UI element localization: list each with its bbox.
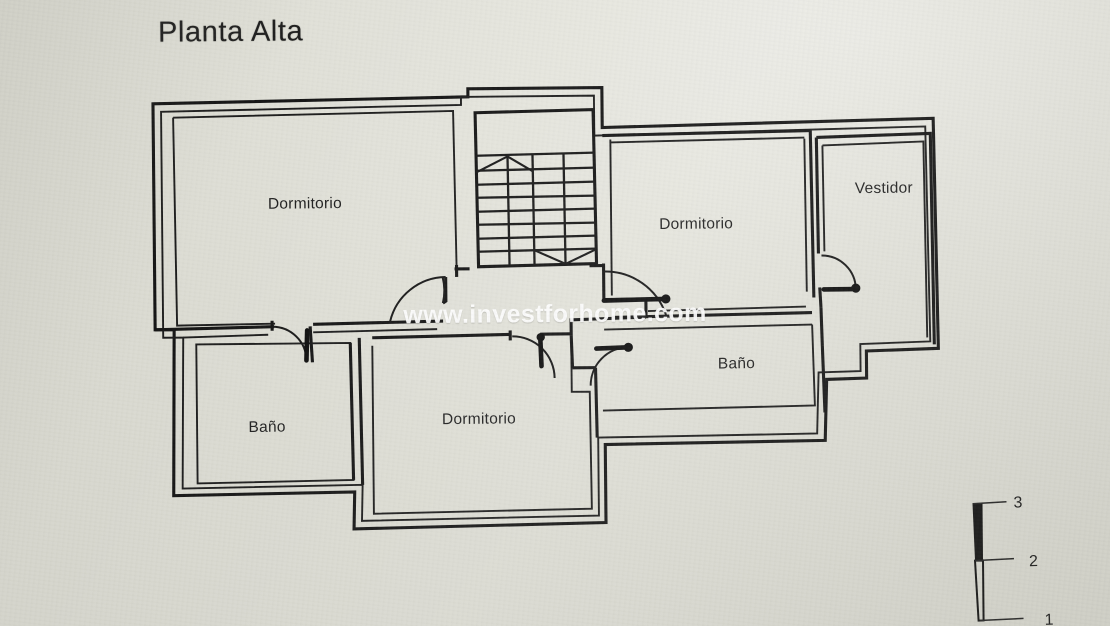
room-bano-right: [602, 299, 827, 413]
room-label-dormitorio-upper-right: Dormitorio: [659, 215, 733, 233]
central-hall: [313, 263, 647, 336]
scale-tick-2: 2: [1029, 553, 1038, 570]
doors: [270, 254, 861, 386]
staircase: [473, 108, 599, 269]
scale-tick-3: 3: [1013, 494, 1022, 511]
room-label-dormitorio-lower-mid: Dormitorio: [442, 410, 516, 428]
exterior-walls: [151, 85, 940, 531]
room-bano-lower-left: [195, 326, 365, 485]
room-dormitorio-lower-mid: [371, 332, 599, 515]
page-title: Planta Alta: [157, 15, 304, 49]
room-label-vestidor: Vestidor: [855, 180, 913, 198]
scale-bar: 3 2 1: [972, 494, 1054, 626]
room-vestidor: [814, 131, 936, 346]
room-label-bano-lower-left: Baño: [248, 419, 285, 436]
room-label-dormitorio-main-left: Dormitorio: [268, 195, 342, 213]
scale-tick-1: 1: [1044, 612, 1053, 626]
room-label-bano-right: Baño: [718, 355, 755, 372]
room-dormitorio-main-left: [155, 109, 458, 339]
